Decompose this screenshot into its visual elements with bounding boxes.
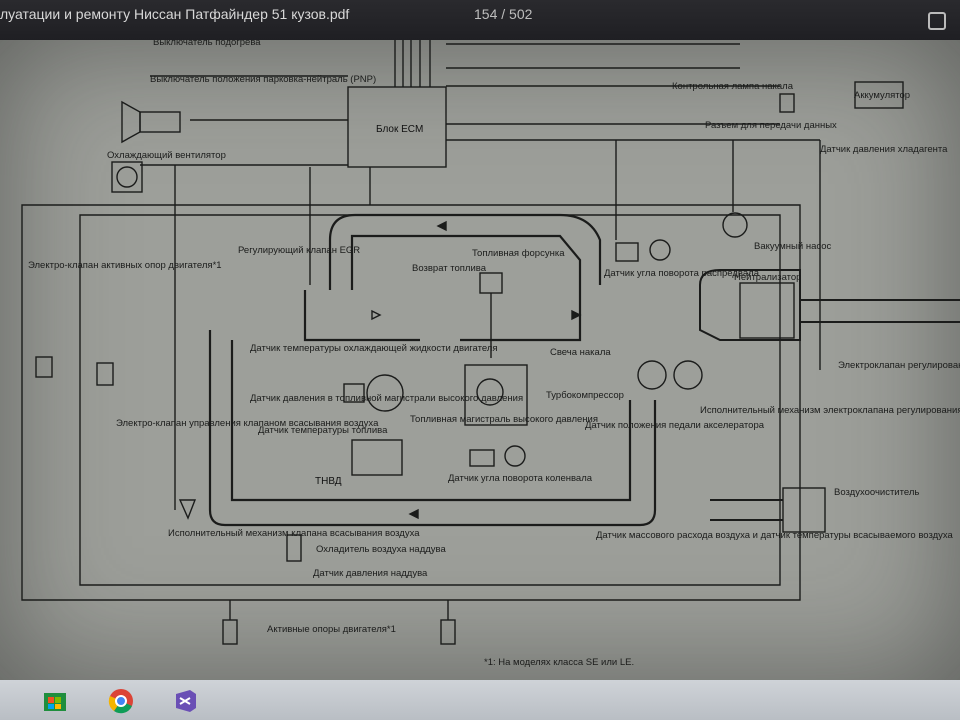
visual-studio-icon[interactable] bbox=[172, 688, 198, 714]
label-boost-solenoid: Электроклапан регулирования давления над… bbox=[838, 360, 960, 371]
label-data-connector: Разъем для передачи данных bbox=[705, 120, 837, 131]
label-warning-lamp: Контрольная лампа накала bbox=[672, 81, 794, 92]
cooling-fan-block bbox=[111, 161, 143, 193]
label-battery: Аккумулятор bbox=[854, 90, 910, 101]
label-turbo: Турбокомпрессор bbox=[546, 390, 624, 401]
label-ecm: Блок ECM bbox=[376, 124, 423, 135]
label-injector: Топливная форсунка bbox=[472, 248, 565, 259]
label-hp-rail: Топливная магистраль высокого давления bbox=[410, 414, 598, 425]
label-fuel-pressure: Датчик давления в топливной магистрали в… bbox=[250, 393, 523, 404]
label-footnote: *1: На моделях класса SE или LE. bbox=[484, 657, 634, 668]
label-cooling-fan: Охлаждающий вентилятор bbox=[107, 150, 226, 161]
label-intake-valve-solenoid: Электро-клапан управления клапаном всасы… bbox=[116, 418, 379, 429]
label-switch-top: Выключатель подогрева bbox=[153, 40, 261, 48]
label-refrigerant-sensor: Датчик давления хладагента bbox=[820, 144, 948, 155]
page-counter[interactable]: 154 / 502 bbox=[474, 6, 533, 22]
label-catalyst: Нейтрализатор bbox=[734, 272, 801, 283]
menu-icon[interactable] bbox=[928, 12, 946, 30]
taskbar bbox=[0, 680, 960, 720]
battery-block bbox=[854, 81, 904, 109]
label-intake-actuator: Исполнительный механизм клапана всасыван… bbox=[168, 528, 420, 539]
engine-control-diagram: Выключатель подогрева Выключатель положе… bbox=[21, 40, 960, 668]
label-glow-plug: Свеча накала bbox=[550, 347, 611, 358]
engine-block bbox=[464, 364, 528, 426]
document-title: луатации и ремонту Ниссан Патфайндер 51 … bbox=[0, 6, 350, 22]
pump-block bbox=[351, 439, 403, 476]
ecm-block bbox=[347, 86, 447, 168]
label-air-cleaner: Воздухоочиститель bbox=[834, 487, 919, 498]
chrome-icon[interactable] bbox=[108, 688, 134, 714]
label-pump: ТНВД bbox=[315, 476, 342, 487]
pdf-page-area[interactable]: Выключатель подогрева Выключатель положе… bbox=[0, 40, 960, 680]
label-egr-valve: Регулирующий клапан EGR bbox=[238, 245, 360, 256]
windows-store-icon[interactable] bbox=[42, 688, 68, 714]
label-fuel-return: Возврат топлива bbox=[412, 263, 487, 274]
label-actuator-boost: Исполнительный механизм электроклапана р… bbox=[700, 405, 960, 416]
label-intercooler: Охладитель воздуха наддува bbox=[316, 544, 446, 555]
label-fuel-temp: Датчик температуры топлива bbox=[258, 425, 388, 436]
label-coolant-temp: Датчик температуры охлаждающей жидкости … bbox=[250, 343, 498, 354]
air-cleaner-block bbox=[782, 487, 826, 533]
label-crank-sensor: Датчик угла поворота коленвала bbox=[448, 473, 593, 484]
label-cam-sensor: Датчик угла поворота распредвала bbox=[604, 268, 760, 279]
catalyst-block bbox=[739, 282, 795, 339]
label-engine-mounts: Активные опоры двигателя*1 bbox=[267, 624, 396, 635]
label-vacuum-pump: Вакуумный насос bbox=[754, 241, 831, 252]
label-maf-sensor: Датчик массового расхода воздуха и датчи… bbox=[596, 530, 954, 541]
label-engine-mount-valve: Электро-клапан активных опор двигателя*1 bbox=[28, 260, 222, 271]
label-boost-sensor: Датчик давления наддува bbox=[313, 568, 428, 579]
window-titlebar: луатации и ремонту Ниссан Патфайндер 51 … bbox=[0, 0, 960, 40]
label-pnp-switch: Выключатель положения парковка-нейтраль … bbox=[150, 74, 376, 85]
label-accel-sensor: Датчик положения педали акселератора bbox=[585, 420, 765, 431]
